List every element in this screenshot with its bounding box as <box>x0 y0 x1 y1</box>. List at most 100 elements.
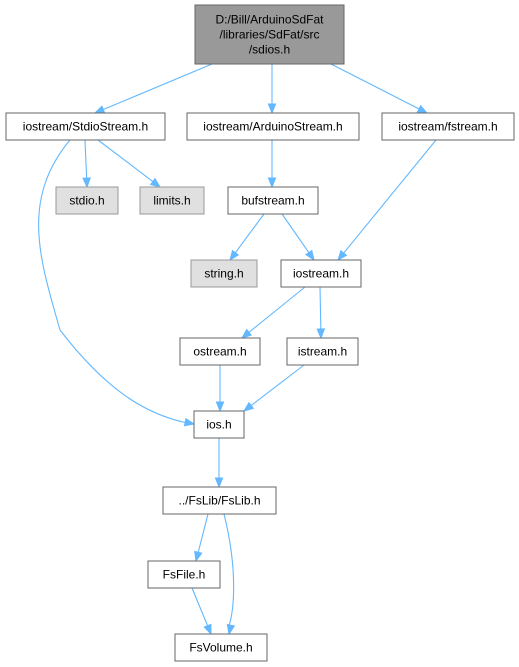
edge-sdios-to-stdiostream <box>93 63 213 114</box>
node-string: string.h <box>190 259 258 288</box>
arrowhead <box>194 550 203 563</box>
node-fslib[interactable]: ../FsLib/FsLib.h <box>162 486 277 515</box>
node-box <box>381 112 515 141</box>
node-label: iostream/StdioStream.h <box>23 120 148 134</box>
node-ios[interactable]: ios.h <box>193 410 245 439</box>
node-box <box>147 560 221 589</box>
edge-line <box>97 139 154 183</box>
node-label: /sdios.h <box>249 43 290 57</box>
node-arduinostream[interactable]: iostream/ArduinoStream.h <box>186 112 360 141</box>
node-ostream[interactable]: ostream.h <box>179 337 261 366</box>
arrowhead <box>214 477 224 489</box>
node-stdiostream[interactable]: iostream/StdioStream.h <box>5 112 166 141</box>
edges-layer <box>38 63 437 636</box>
node-box <box>286 337 359 366</box>
node-box <box>139 186 205 215</box>
edge-stdiostream-to-limits <box>97 139 162 188</box>
node-label: limits.h <box>153 194 190 208</box>
edge-arduinostream-to-bufstream <box>267 140 277 189</box>
arrowhead <box>226 623 236 636</box>
arrowhead <box>82 177 91 189</box>
node-label: ../FsLib/FsLib.h <box>178 494 260 508</box>
edge-ostream-to-ios <box>215 365 225 413</box>
node-label: /libraries/SdFat/src <box>219 28 319 42</box>
arrowhead <box>305 249 315 262</box>
node-label: FsFile.h <box>163 568 206 582</box>
edge-sdios-to-arduinostream <box>267 64 277 115</box>
node-box <box>193 410 245 439</box>
arrowhead <box>183 417 196 427</box>
node-fsvolume[interactable]: FsVolume.h <box>174 633 268 662</box>
edge-iostream-to-ostream <box>240 286 306 339</box>
edge-bufstream-to-string <box>229 213 265 262</box>
arrowhead <box>267 103 277 115</box>
edge-stdiostream-to-ios <box>38 139 196 427</box>
arrowhead <box>203 623 212 636</box>
edge-line <box>234 213 265 254</box>
edge-line <box>342 139 437 255</box>
node-label: iostream/fstream.h <box>398 120 497 134</box>
edge-line <box>223 513 235 627</box>
node-box <box>190 259 258 288</box>
edge-iostream-to-istream <box>316 286 326 340</box>
nodes-layer: D:/Bill/ArduinoSdFat/libraries/SdFat/src… <box>5 4 515 662</box>
node-stdio: stdio.h <box>55 186 119 215</box>
edge-line <box>247 286 306 334</box>
arrowhead <box>229 249 240 262</box>
edge-stdiostream-to-stdio <box>82 139 91 189</box>
node-fsfile[interactable]: FsFile.h <box>147 560 221 589</box>
node-box <box>186 112 360 141</box>
edge-line <box>250 364 305 407</box>
node-box <box>194 4 345 65</box>
node-label: iostream/ArduinoStream.h <box>203 120 342 134</box>
arrowhead <box>242 401 255 412</box>
arrowhead <box>215 401 225 413</box>
node-label: D:/Bill/ArduinoSdFat <box>215 13 324 27</box>
edge-line <box>330 63 421 110</box>
arrowhead <box>93 105 106 114</box>
arrowhead <box>267 177 277 189</box>
edge-ios-to-fslib <box>214 438 224 489</box>
edge-fstream-to-iostream <box>337 139 437 262</box>
arrowhead <box>316 328 326 340</box>
node-istream[interactable]: istream.h <box>286 337 359 366</box>
node-label: string.h <box>204 267 243 281</box>
edge-line <box>102 63 213 111</box>
node-label: stdio.h <box>69 194 104 208</box>
arrowhead <box>337 249 348 262</box>
node-label: bufstream.h <box>241 194 304 208</box>
node-iostream[interactable]: iostream.h <box>280 259 362 288</box>
node-label: ostream.h <box>193 345 246 359</box>
node-label: ios.h <box>206 418 231 432</box>
edge-line <box>197 513 209 554</box>
arrowhead <box>416 104 429 114</box>
edge-line <box>191 587 209 627</box>
node-label: FsVolume.h <box>189 641 252 655</box>
node-box <box>227 186 319 215</box>
arrowhead <box>240 328 253 339</box>
edge-fslib-to-fsfile <box>194 513 209 563</box>
node-box <box>55 186 119 215</box>
edge-bufstream-to-iostream <box>281 213 315 262</box>
arrowhead <box>149 177 162 188</box>
node-bufstream[interactable]: bufstream.h <box>227 186 319 215</box>
edge-fsfile-to-fsvolume <box>191 587 212 636</box>
node-box <box>179 337 261 366</box>
edge-line <box>84 139 88 180</box>
edge-sdios-to-fstream <box>330 63 429 114</box>
node-box <box>174 633 268 662</box>
node-label: iostream.h <box>293 267 349 281</box>
node-sdios[interactable]: D:/Bill/ArduinoSdFat/libraries/SdFat/src… <box>194 4 345 65</box>
node-box <box>5 112 166 141</box>
edge-istream-to-ios <box>242 364 305 412</box>
node-fstream[interactable]: iostream/fstream.h <box>381 112 515 141</box>
node-label: istream.h <box>298 345 347 359</box>
edge-line <box>319 286 322 331</box>
edge-line <box>281 213 310 254</box>
edge-fslib-to-fsvolume <box>223 513 236 636</box>
edge-line <box>38 139 188 424</box>
node-box <box>162 486 277 515</box>
node-limits: limits.h <box>139 186 205 215</box>
node-box <box>280 259 362 288</box>
